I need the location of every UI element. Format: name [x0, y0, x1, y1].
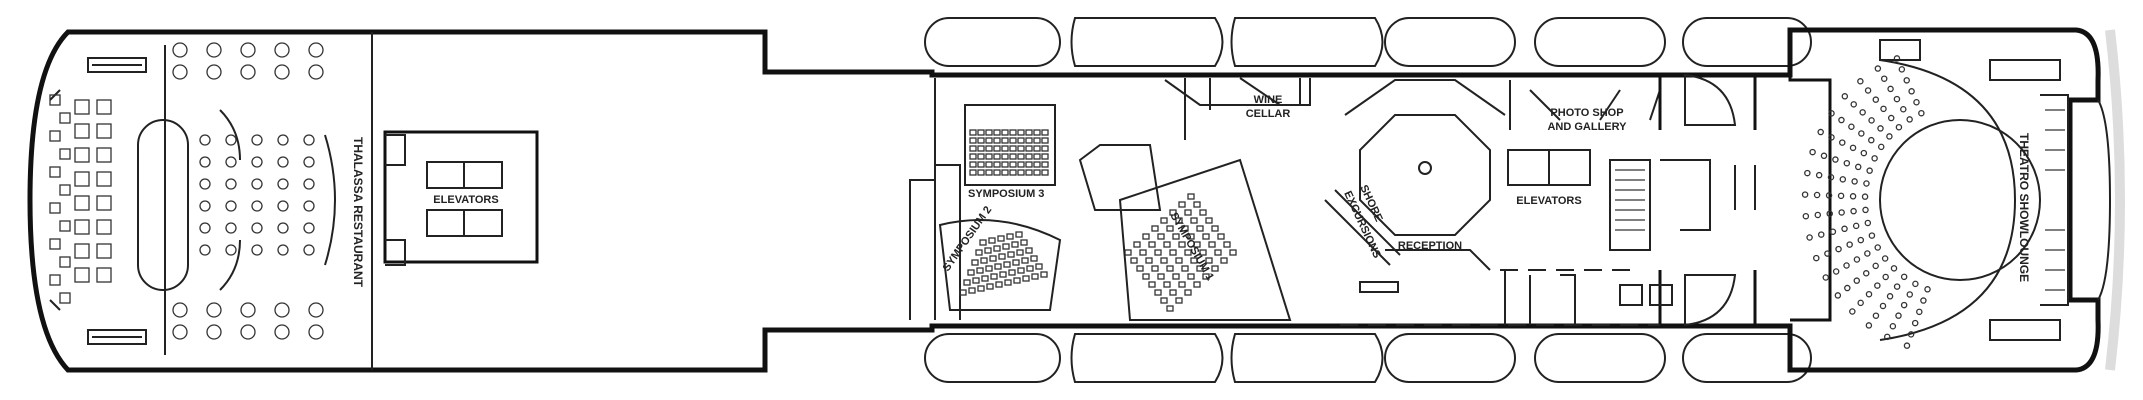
reception-label: RECEPTION: [1398, 240, 1462, 252]
theatro-showlounge-area: [1788, 30, 2069, 349]
elevators-mid-label: ELEVATORS: [1516, 195, 1581, 207]
theatro-showlounge-label: THEATRO SHOWLOUNGE: [2017, 133, 2031, 282]
symposium-3-label: SYMPOSIUM 3: [968, 188, 1044, 200]
hull-outline: [27, 27, 2101, 373]
reception-area: [1324, 79, 1506, 293]
wine-cellar-label-2: CELLAR: [1246, 108, 1291, 120]
symposium-area: [909, 77, 1311, 321]
wine-cellar-label-1: WINE: [1254, 94, 1283, 106]
wine-cellar-wall: [1164, 78, 1301, 106]
photo-shop-label-2: AND GALLERY: [1547, 121, 1627, 133]
thalassa-restaurant-label: THALASSA RESTAURANT: [351, 137, 365, 288]
photo-shop-label-1: PHOTO SHOP: [1550, 107, 1623, 119]
lifeboats-bottom: [924, 333, 1812, 383]
bow-tip: [2097, 99, 2112, 301]
lifeboats-top: [924, 17, 1812, 67]
elevators-fwd-block: [383, 130, 539, 266]
photo-shop-area: [1340, 73, 1757, 327]
bow-rail: [2105, 29, 2125, 371]
thalassa-restaurant-area: [49, 42, 336, 355]
aft-deck-rails: [87, 57, 147, 345]
elevators-fwd-label: ELEVATORS: [433, 194, 498, 206]
